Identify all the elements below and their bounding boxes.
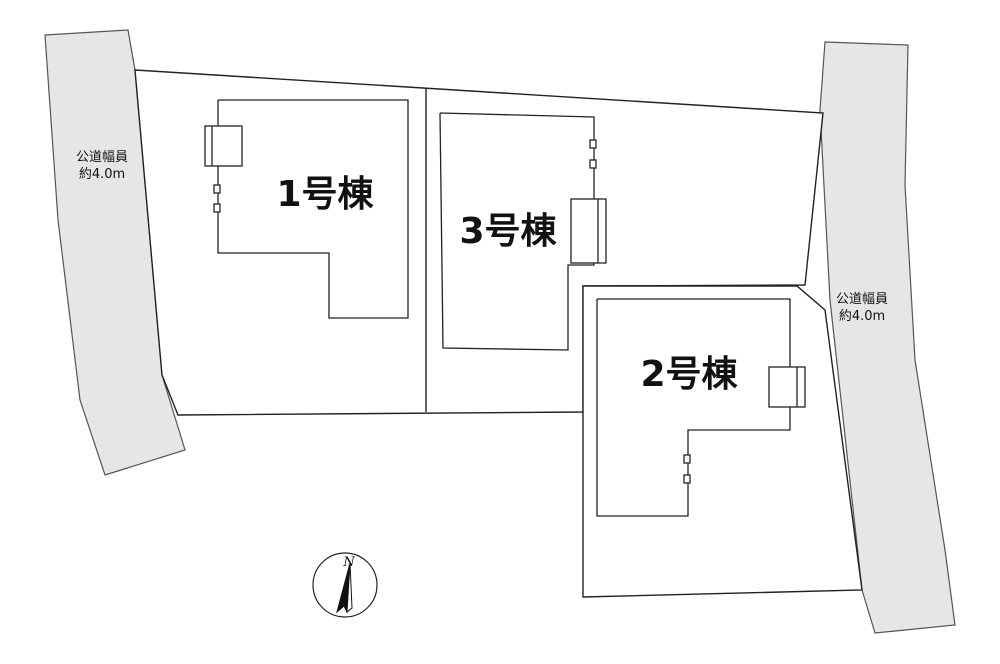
- left-road: [44, 29, 186, 476]
- left-road-label-line1: 公道幅員: [76, 150, 128, 165]
- building-2-label: 2号棟: [640, 354, 738, 395]
- left-road-label-line2: 約4.0m: [79, 167, 125, 182]
- right-road: [819, 41, 956, 634]
- building-1: 1号棟: [204, 99, 409, 319]
- building-1-label: 1号棟: [276, 174, 374, 215]
- right-road-label-line1: 公道幅員: [836, 292, 888, 307]
- building-1-porch: [204, 125, 243, 167]
- building-3: 3号棟: [439, 112, 607, 351]
- building-2-porch: [768, 366, 806, 408]
- north-arrow: N: [312, 552, 378, 618]
- right-road-label-line2: 約4.0m: [839, 309, 885, 324]
- lot-2-outline: [582, 285, 863, 598]
- north-arrow-letter: N: [342, 555, 355, 570]
- building-3-label: 3号棟: [459, 211, 557, 252]
- building-2: 2号棟: [596, 298, 806, 517]
- building-3-porch: [570, 198, 607, 264]
